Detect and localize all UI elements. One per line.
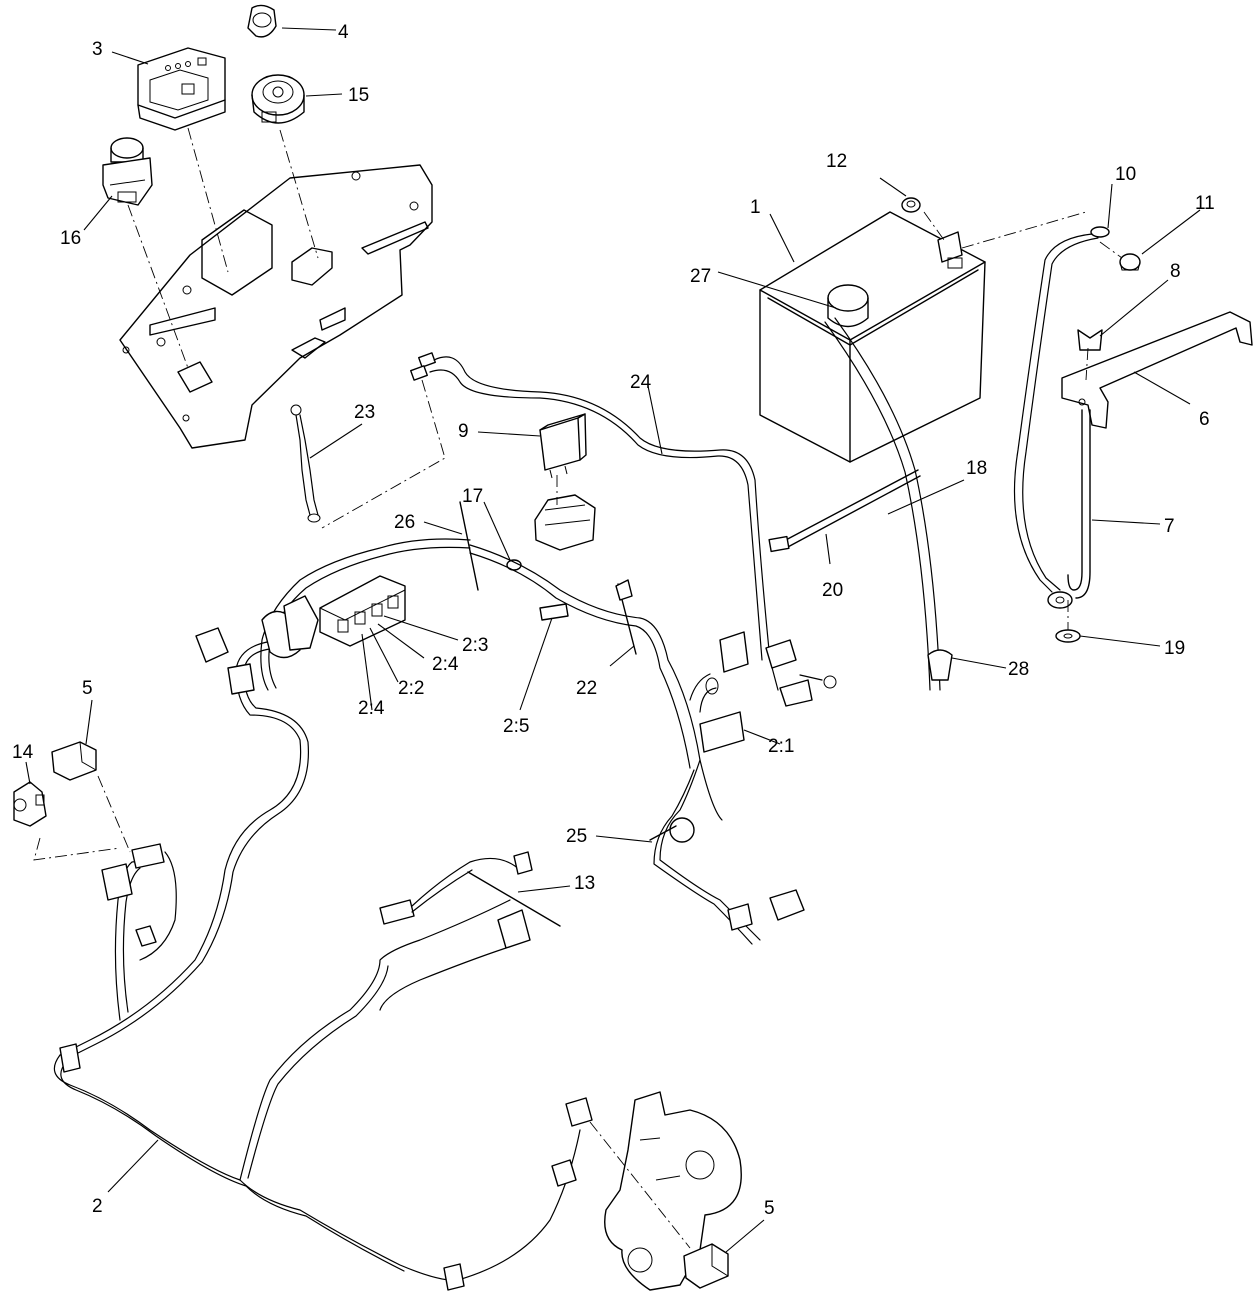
negative-battery-cable: [1013, 226, 1110, 609]
key-switch-cap: [247, 4, 277, 38]
callout-24: 24: [630, 372, 652, 393]
battery-nut: [901, 197, 921, 213]
callout-23: 23: [354, 402, 375, 423]
relay-socket: [534, 494, 596, 551]
callout-11: 11: [1195, 193, 1215, 214]
callout-2-4-right: 2:4: [432, 654, 459, 675]
callout-25: 25: [566, 826, 587, 847]
leader-lines: [25, 27, 1201, 1253]
callout-2-3: 2:3: [462, 635, 488, 656]
callout-2-4-left: 2:4: [358, 698, 385, 719]
positive-battery-cable: [824, 317, 953, 691]
harness-extension: [410, 352, 837, 707]
wing-nut: [1077, 329, 1103, 351]
callout-27: 27: [690, 266, 711, 287]
callout-14: 14: [12, 742, 34, 763]
callout-17: 17: [462, 486, 483, 507]
callout-6: 6: [1199, 409, 1210, 430]
ignition-key-switch: [251, 74, 305, 124]
battery-bolt: [1119, 253, 1141, 271]
callouts: 1 27 12 10 11 8 6 7 19 28 18 20 4 15 3 1…: [12, 22, 1215, 1219]
callout-7: 7: [1164, 516, 1175, 537]
pto-switch: [102, 137, 153, 206]
battery: [759, 211, 986, 463]
brake-lever-bracket: [604, 1091, 742, 1291]
callout-5-lower: 5: [764, 1198, 775, 1219]
callout-2-2: 2:2: [398, 678, 424, 699]
callout-15: 15: [348, 85, 369, 106]
callout-18: 18: [966, 458, 987, 479]
callout-22: 22: [576, 678, 597, 699]
callout-20: 20: [822, 580, 843, 601]
brake-switch: [13, 781, 47, 827]
battery-hold-down-bracket: [1061, 311, 1253, 429]
main-wire-harness: [53, 501, 805, 1291]
callout-10: 10: [1115, 164, 1136, 185]
callout-28: 28: [1008, 659, 1029, 680]
callout-12: 12: [826, 151, 847, 172]
ground-wire-lead: [290, 404, 321, 523]
callout-5-upper: 5: [82, 678, 93, 699]
callout-26: 26: [394, 512, 415, 533]
callout-19: 19: [1164, 638, 1185, 659]
callout-1: 1: [750, 197, 761, 218]
j-bolt-rod: [1067, 409, 1091, 599]
callout-2-1: 2:1: [768, 736, 794, 757]
safety-switch-lower: [683, 1243, 729, 1289]
safety-switch-upper: [51, 741, 97, 781]
callout-2: 2: [92, 1196, 103, 1217]
callout-3: 3: [92, 39, 103, 60]
callout-2-5: 2:5: [503, 716, 529, 737]
callout-13: 13: [574, 873, 595, 894]
callout-8: 8: [1170, 261, 1181, 282]
alignment-lines: [33, 127, 1123, 1249]
washer: [1055, 629, 1081, 643]
hour-meter-module: [137, 47, 226, 131]
callout-16: 16: [60, 228, 81, 249]
control-panel: [119, 164, 433, 449]
relay: [539, 413, 587, 479]
cable-tie: [768, 469, 921, 553]
callout-4: 4: [338, 22, 349, 43]
seat-switch-harness: [379, 851, 561, 1011]
callout-9: 9: [458, 421, 469, 442]
